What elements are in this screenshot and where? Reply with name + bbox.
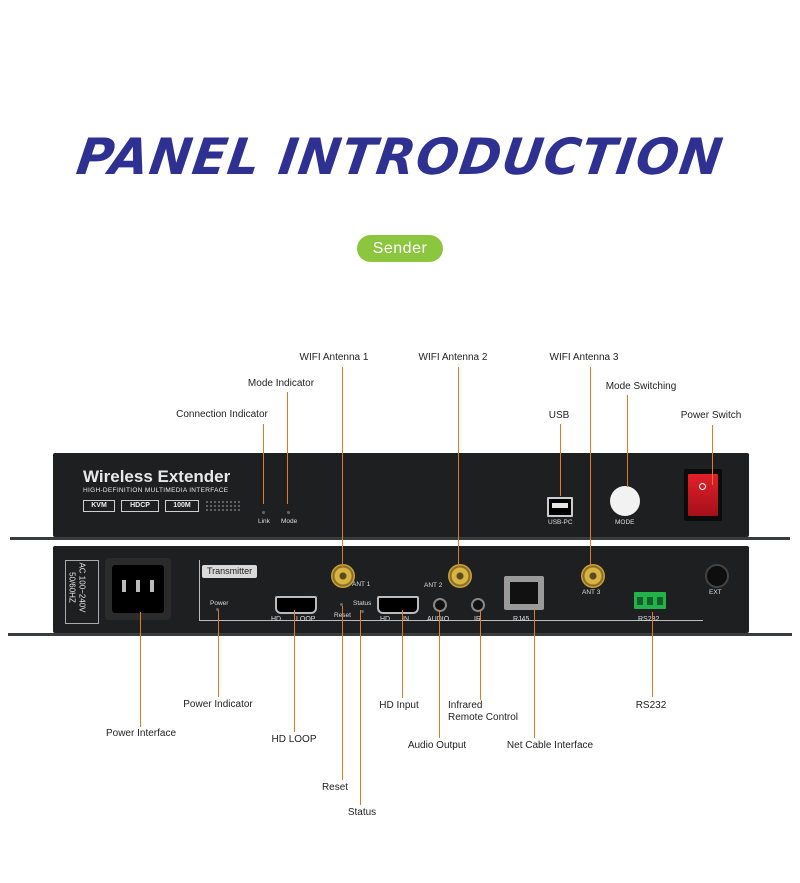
leader-rs232 — [652, 612, 654, 697]
tag-kvm: KVM — [83, 500, 115, 512]
callout-usb: USB — [548, 410, 570, 421]
leader-hd-loop — [294, 610, 296, 732]
ant1-label: ANT 1 — [352, 581, 371, 588]
vent-grille — [205, 500, 241, 511]
hd-loop-label-hd: HD — [271, 616, 282, 623]
power-rating: AC 100~240V 50/60HZ — [65, 560, 99, 624]
front-rack-ear — [10, 537, 790, 540]
callout-connection: Connection Indicator — [176, 409, 268, 420]
mode-led — [287, 511, 290, 514]
link-led — [262, 511, 265, 514]
ant3-connector[interactable] — [581, 564, 605, 588]
power-led-label: Power — [210, 600, 229, 607]
rs232-label: RS232 — [638, 616, 660, 623]
rs232-terminal[interactable] — [634, 592, 666, 609]
sender-badge: Sender — [357, 235, 443, 262]
link-label: Link — [258, 518, 270, 525]
rj45-port[interactable] — [504, 576, 544, 610]
leader-ir — [480, 610, 482, 700]
callout-wifi2: WIFI Antenna 2 — [418, 352, 488, 363]
usb-port[interactable] — [547, 497, 573, 517]
callout-wifi3: WIFI Antenna 3 — [549, 352, 619, 363]
leader-status — [360, 610, 362, 805]
leader-power-interface — [140, 612, 142, 727]
leader-wifi2 — [458, 367, 460, 567]
usb-pc-label: USB-PC — [548, 519, 573, 526]
ant3-label: ANT 3 — [582, 589, 601, 596]
mode-led-label: Mode — [281, 518, 298, 525]
leader-mode-switching — [627, 395, 629, 487]
ant2-connector[interactable] — [448, 564, 472, 588]
power-rating-line2: 50/60HZ — [67, 572, 77, 603]
page-title: PANEL INTRODUCTION — [73, 128, 727, 186]
tag-100m: 100M — [165, 500, 199, 512]
callout-rs232: RS232 — [635, 700, 667, 711]
rear-panel: AC 100~240V 50/60HZ Transmitter Power HD… — [53, 546, 749, 633]
ant2-label: ANT 2 — [424, 582, 443, 589]
hd-loop-label-loop: LOOP — [296, 616, 316, 623]
leader-power-switch — [712, 425, 714, 485]
callout-infrared-line1: Infrared — [448, 700, 483, 711]
callout-reset: Reset — [321, 782, 349, 793]
callout-audio: Audio Output — [407, 740, 467, 751]
transmitter-label: Transmitter — [202, 565, 258, 578]
callout-wifi1: WIFI Antenna 1 — [299, 352, 369, 363]
mode-button[interactable] — [610, 486, 640, 516]
leader-power-indicator — [218, 610, 220, 697]
brand-name: Wireless Extender — [83, 467, 231, 486]
ir-label: IR — [474, 616, 481, 623]
leader-wifi1 — [342, 367, 344, 567]
audio-label: AUDIO — [427, 616, 449, 623]
ext-connector[interactable] — [705, 564, 729, 588]
callout-mode-indicator: Mode Indicator — [247, 378, 315, 389]
power-led — [216, 608, 219, 611]
reset-hole[interactable] — [340, 603, 343, 606]
leader-mode-indicator — [287, 392, 289, 504]
ext-label: EXT — [709, 589, 722, 596]
mode-button-label: MODE — [615, 519, 635, 526]
callout-power-indicator: Power Indicator — [183, 699, 253, 710]
callout-hd-loop: HD LOOP — [271, 734, 317, 745]
leader-reset — [342, 606, 344, 780]
brand-subtitle: HIGH-DEFINITION MULTIMEDIA INTERFACE — [83, 487, 229, 494]
power-switch[interactable] — [684, 469, 722, 521]
rear-rack-ear — [8, 633, 792, 636]
hd-in-port[interactable] — [377, 596, 419, 614]
tag-hdcp: HDCP — [121, 500, 159, 512]
status-label: Status — [353, 600, 372, 607]
hd-loop-port[interactable] — [275, 596, 317, 614]
leader-wifi3 — [590, 367, 592, 567]
ant1-connector[interactable] — [331, 564, 355, 588]
status-led — [361, 610, 364, 613]
callout-hd-input: HD Input — [379, 700, 419, 711]
callout-power-interface: Power Interface — [105, 728, 177, 739]
callout-power-switch: Power Switch — [680, 410, 742, 421]
hd-in-label-hd: HD — [380, 616, 391, 623]
hd-in-label-in: IN — [402, 616, 409, 623]
power-rating-line1: AC 100~240V — [77, 562, 87, 613]
front-panel: Wireless Extender HIGH-DEFINITION MULTIM… — [53, 453, 749, 537]
power-socket[interactable] — [105, 558, 171, 620]
callout-infrared: Infrared Remote Control — [448, 700, 518, 724]
callout-infrared-line2: Remote Control — [448, 712, 519, 723]
callout-net: Net Cable Interface — [506, 740, 594, 751]
callout-status: Status — [347, 807, 377, 818]
leader-hd-input — [402, 610, 404, 698]
leader-audio — [439, 610, 441, 738]
leader-connection — [263, 424, 265, 504]
rj45-label: RJ45 — [513, 616, 530, 623]
callout-mode-switching: Mode Switching — [605, 381, 677, 392]
ir-jack[interactable] — [471, 598, 485, 612]
leader-net — [534, 610, 536, 738]
leader-usb — [560, 424, 562, 496]
